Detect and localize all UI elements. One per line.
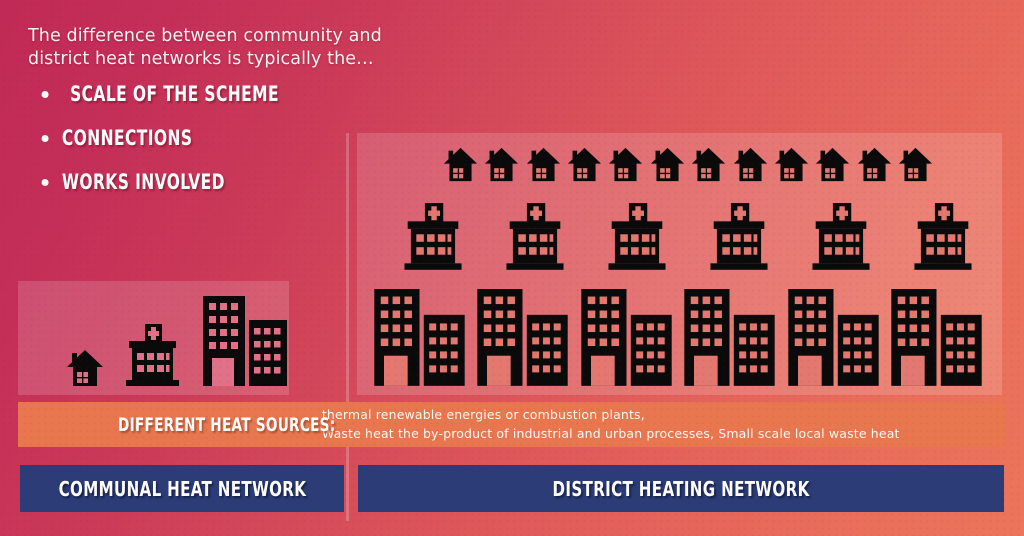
district-house-row [443, 146, 933, 183]
heat-sources-description: thermal renewable energies or combustion… [322, 406, 900, 442]
heat-sources-bar: DIFFERENT HEAT SOURCES: thermal renewabl… [18, 402, 1005, 447]
office-tower-icon [682, 289, 777, 388]
office-tower-icon [786, 289, 881, 388]
list-item: SCALE OF THE SCHEME [34, 82, 313, 106]
office-tower-icon [475, 289, 570, 388]
hospital-icon [398, 203, 468, 272]
district-heating-network-label: DISTRICT HEATING NETWORK [358, 465, 1004, 512]
house-icon [526, 146, 561, 183]
hospital-icon [602, 203, 672, 272]
house-icon [443, 146, 478, 183]
bullet-label: CONNECTIONS [61, 126, 193, 150]
communal-building-cluster [66, 296, 294, 388]
house-icon [66, 348, 104, 388]
heat-sources-label: DIFFERENT HEAT SOURCES: [118, 413, 336, 436]
house-icon [733, 146, 768, 183]
navy-label-text: DISTRICT HEATING NETWORK [552, 476, 810, 501]
heat-sources-line-1: thermal renewable energies or combustion… [321, 407, 645, 423]
headline-text: The difference between community and dis… [28, 26, 382, 70]
communal-heat-network-label: COMMUNAL HEAT NETWORK [20, 465, 344, 512]
hospital-icon [120, 324, 185, 388]
hospital-icon [704, 203, 774, 272]
office-tower-icon [372, 289, 467, 388]
navy-label-text: COMMUNAL HEAT NETWORK [58, 476, 306, 501]
list-item: CONNECTIONS [34, 126, 313, 150]
bullet-label: WORKS INVOLVED [61, 170, 225, 194]
key-differences-list: SCALE OF THE SCHEME CONNECTIONS WORKS IN… [34, 82, 374, 214]
hospital-icon [806, 203, 876, 272]
house-icon [608, 146, 643, 183]
house-icon [774, 146, 809, 183]
heat-sources-line-2: Waste heat the by-product of industrial … [321, 425, 900, 441]
house-icon [857, 146, 892, 183]
house-icon [691, 146, 726, 183]
office-tower-icon [201, 296, 289, 388]
panel-divider [346, 133, 349, 521]
house-icon [567, 146, 602, 183]
district-hospital-row [398, 203, 978, 272]
hospital-icon [908, 203, 978, 272]
office-tower-icon [889, 289, 984, 388]
house-icon [484, 146, 519, 183]
house-icon [898, 146, 933, 183]
office-tower-icon [579, 289, 674, 388]
bullet-label: SCALE OF THE SCHEME [70, 82, 279, 106]
house-icon [815, 146, 850, 183]
list-item: WORKS INVOLVED [34, 170, 313, 194]
house-icon [650, 146, 685, 183]
hospital-icon [500, 203, 570, 272]
district-office-row [372, 289, 984, 388]
